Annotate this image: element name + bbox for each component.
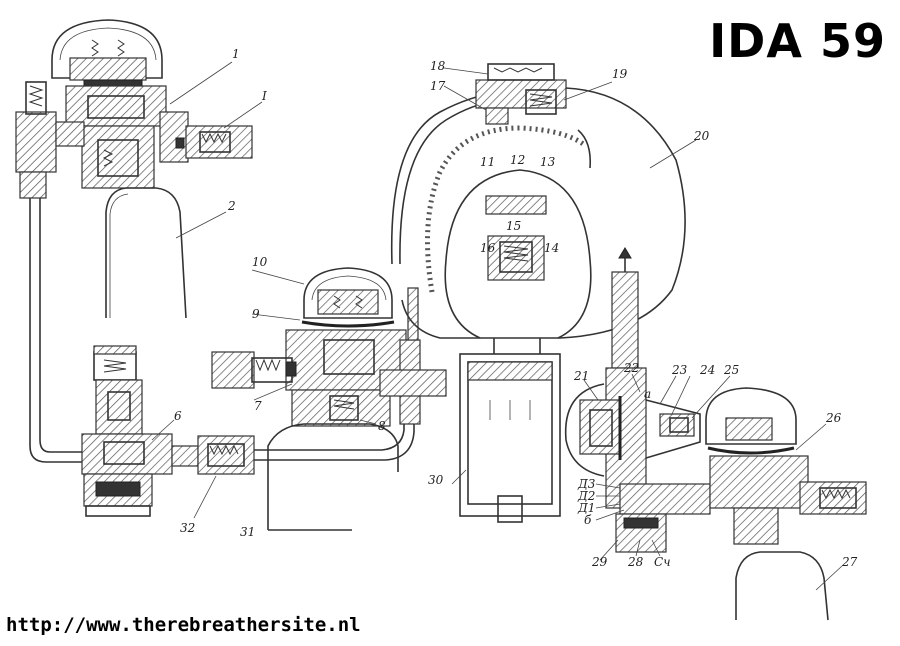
label-11: 11 — [480, 155, 495, 169]
label-1: 1 — [232, 47, 240, 61]
top-left-reducer-assembly — [15, 19, 263, 319]
label-24: 24 — [699, 363, 715, 377]
label-18: 18 — [430, 59, 446, 73]
middle-reducer-assembly — [211, 267, 447, 531]
label-a: a — [644, 387, 651, 401]
label-25: 25 — [723, 363, 739, 377]
label-28: 28 — [627, 555, 644, 569]
label-14: 14 — [544, 241, 559, 255]
label-29: 29 — [591, 555, 608, 569]
label-19: 19 — [612, 67, 628, 81]
label-17: 17 — [430, 79, 446, 93]
label-D3: Д3 — [577, 477, 596, 491]
label-D2: Д2 — [577, 489, 595, 503]
label-9: 9 — [252, 307, 260, 321]
left-supply-hose — [29, 198, 82, 463]
label-12: 12 — [510, 153, 525, 167]
right-valve-assembly — [564, 247, 867, 621]
label-23: 23 — [671, 363, 688, 377]
label-16: 16 — [480, 241, 496, 255]
label-27: 27 — [841, 555, 858, 569]
callout-labels: 1 I 2 10 9 7 8 6 32 31 30 18 17 19 20 11… — [174, 47, 858, 569]
label-20: 20 — [693, 129, 710, 143]
label-21: 21 — [573, 369, 589, 383]
label-D1: Д1 — [577, 501, 595, 515]
label-13: 13 — [540, 155, 556, 169]
label-26: 26 — [825, 411, 842, 425]
label-6: 6 — [174, 409, 182, 423]
label-15: 15 — [506, 219, 521, 233]
bypass-valve-assembly — [81, 345, 415, 519]
label-22: 22 — [623, 361, 639, 375]
label-10: 10 — [252, 255, 268, 269]
label-30: 30 — [428, 473, 444, 487]
label-C4: Сч — [654, 555, 671, 569]
label-8: 8 — [378, 419, 386, 433]
source-url: http://www.therebreathersite.nl — [6, 614, 361, 636]
label-7: 7 — [254, 399, 262, 413]
label-2: 2 — [227, 199, 236, 213]
page-title: IDA 59 — [709, 14, 886, 68]
label-32: 32 — [180, 521, 195, 535]
label-b: б — [584, 513, 592, 527]
label-I: I — [261, 89, 267, 103]
breathing-bag-assembly — [390, 63, 697, 523]
label-31: 31 — [240, 525, 255, 539]
